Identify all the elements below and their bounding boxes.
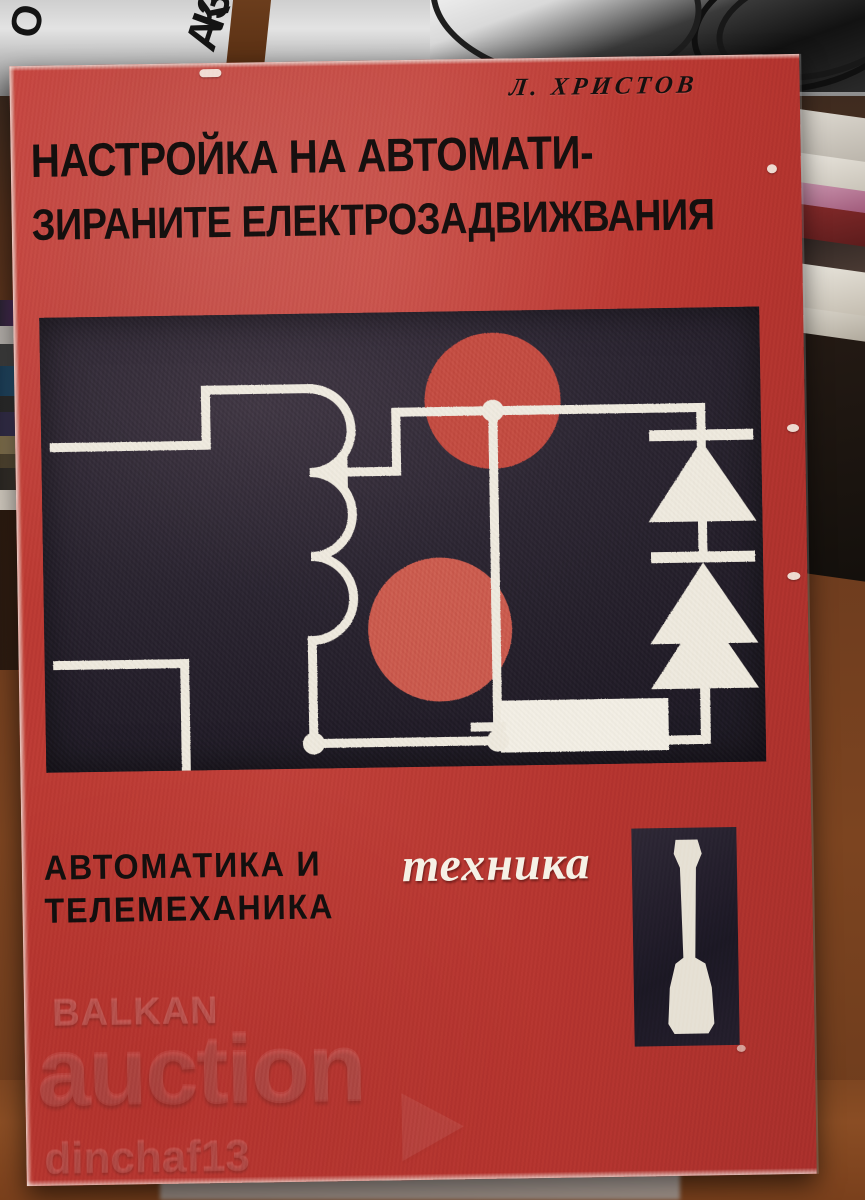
wire-resistor-left (470, 722, 506, 732)
upper-red-disc (424, 332, 561, 469)
publisher-name: техника (401, 836, 592, 893)
wire-bottom-right (641, 734, 711, 745)
title-line-2: ЗИРАНИТЕ ЕЛЕКТРОЗАДВИЖВАНИЯ (31, 190, 715, 250)
lower-red-disc (368, 557, 513, 702)
watermark-play-triangle-icon (401, 1092, 465, 1162)
series-name: АВТОМАТИКА И ТЕЛЕМЕХАНИКА (44, 843, 335, 933)
cover-wear-mark (199, 68, 222, 78)
diode-2-bar (650, 550, 756, 564)
watermark-brand-top: BALKAN (51, 990, 219, 1035)
node-bottom-left (302, 732, 325, 755)
series-line-2: ТЕЛЕМЕХАНИКА (44, 886, 335, 931)
wire-coil-bottom (308, 657, 506, 749)
cover-wear-mark (787, 571, 801, 581)
publisher-logo (631, 826, 740, 1047)
wire-left-lower (53, 659, 192, 773)
wire-coil-tap (347, 406, 486, 477)
title-line-1: НАСТРОЙКА НА АВТОМАТИ- (30, 125, 594, 187)
wire-diode-3-out (700, 685, 711, 744)
wire-mid-vertical (488, 406, 503, 746)
cover-wear-mark (736, 1044, 746, 1052)
circuit-schematic-svg (49, 332, 760, 773)
wire-bottom-left (49, 440, 211, 453)
book-title: НАСТРОЙКА НА АВТОМАТИ- ЗИРАНИТЕ ЕЛЕКТРОЗ… (30, 125, 762, 267)
diode-1-bar (649, 428, 754, 442)
wire-top-right (498, 402, 706, 441)
cover-wear-mark (766, 164, 778, 174)
book-cover: Л. ХРИСТОВ НАСТРОЙКА НА АВТОМАТИ- ЗИРАНИ… (9, 53, 817, 1187)
resistor-block (500, 698, 670, 753)
cover-wear-mark (786, 423, 800, 433)
wire-diode-string (696, 430, 707, 481)
wire-top-left (200, 384, 313, 450)
node-bottom-mid (486, 729, 509, 752)
diode-2 (650, 562, 759, 645)
wire-diode-out (700, 654, 711, 744)
inductor-coil (303, 384, 359, 667)
wire-diode-gap-1 (697, 517, 708, 563)
series-line-1: АВТОМАТИКА И (43, 844, 322, 888)
watermark: BALKAN auction dinchaf13 (30, 984, 503, 1186)
watermark-brand-main: auction (36, 1014, 366, 1127)
diode-1 (648, 440, 757, 523)
cover-illustration-panel (39, 306, 767, 773)
author-name: Л. ХРИСТОВ (508, 71, 700, 102)
tehnika-tool-icon (668, 839, 715, 1034)
node-top (481, 399, 504, 422)
diode-3 (651, 607, 760, 690)
arrow-head (309, 456, 348, 489)
